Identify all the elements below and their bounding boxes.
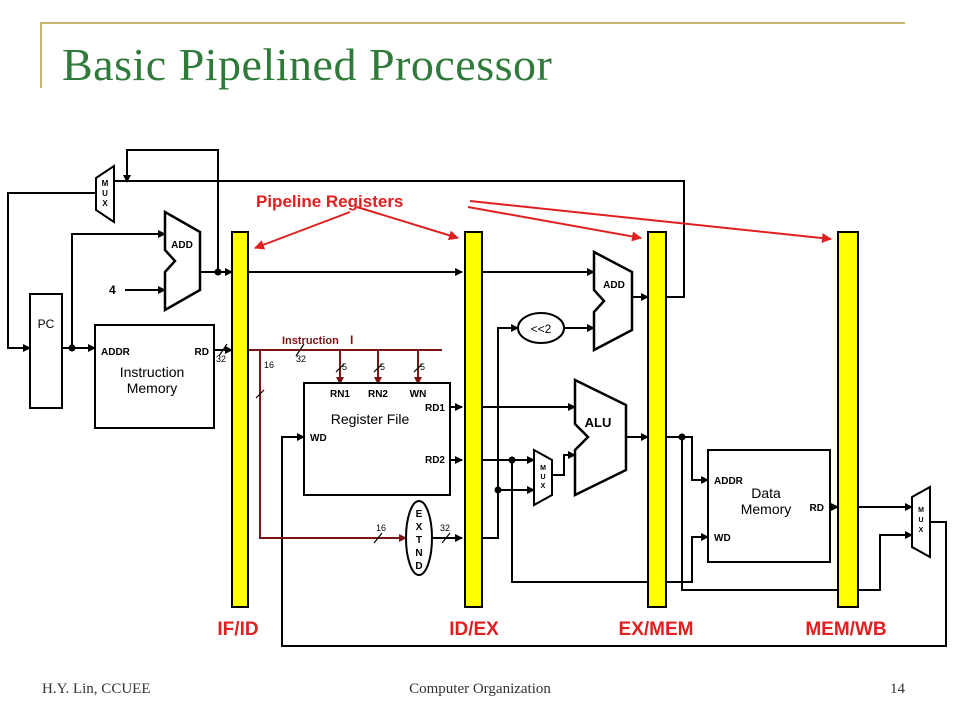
pc-register: PC — [29, 293, 63, 409]
callout-arrow-if-id — [254, 211, 351, 250]
svg-text:U: U — [102, 189, 108, 198]
junction-dot — [678, 433, 686, 441]
svg-text:Register File: Register File — [331, 411, 410, 427]
svg-text:<<2: <<2 — [531, 322, 552, 336]
svg-text:T: T — [416, 535, 422, 546]
pc-to-adder-wire — [71, 230, 166, 348]
svg-text:U: U — [540, 474, 545, 481]
svg-text:X: X — [541, 483, 546, 490]
imm-to-shift-wire — [482, 324, 519, 539]
pc4-feedback-wire — [123, 149, 219, 273]
width-label-32b: 32 — [296, 354, 306, 364]
svg-text:D: D — [415, 561, 422, 572]
stage-label-mem-wb: MEM/WB — [805, 619, 886, 640]
svg-text:Memory: Memory — [741, 501, 792, 517]
svg-text:Data: Data — [751, 485, 781, 501]
rd2-to-exmem-wire — [511, 460, 648, 583]
pipeline-registers-callout: Pipeline Registers — [256, 192, 403, 211]
svg-text:E: E — [416, 509, 423, 520]
callout-arrow-ex-mem — [467, 206, 642, 242]
junction-dot — [508, 456, 516, 464]
svg-text:X: X — [919, 527, 924, 534]
pipeline-register-ex-mem — [647, 231, 667, 608]
stage-label-if-id: IF/ID — [217, 619, 258, 640]
svg-text:Memory: Memory — [127, 380, 178, 396]
pc-mux: M U X — [95, 164, 115, 224]
svg-text:WN: WN — [410, 389, 427, 400]
footer-author: H.Y. Lin, CCUEE — [42, 681, 151, 697]
svg-text:ALU: ALU — [585, 415, 612, 430]
writeback-mux: M U X — [911, 485, 931, 559]
svg-text:RD: RD — [195, 347, 209, 358]
instruction-symbol: I — [350, 333, 353, 347]
svg-text:PC: PC — [38, 317, 55, 331]
svg-text:N: N — [415, 548, 422, 559]
width-label-5a: 5 — [342, 362, 347, 372]
svg-text:X: X — [102, 199, 108, 208]
svg-text:Instruction: Instruction — [120, 364, 185, 380]
pc-adder: ADD — [163, 209, 202, 313]
junction-dot — [68, 344, 76, 352]
decorative-top-line — [40, 22, 905, 24]
svg-text:RN1: RN1 — [330, 389, 350, 400]
footer-page-number: 14 — [890, 681, 905, 697]
svg-text:U: U — [918, 517, 923, 524]
width-label-32: 32 — [216, 354, 226, 364]
alu-mux: M U X — [533, 448, 553, 507]
alu: ALU — [573, 377, 628, 498]
pipeline-register-mem-wb — [837, 231, 859, 608]
callout-arrow-mem-wb — [469, 200, 832, 244]
pipeline-register-id-ex — [464, 231, 483, 608]
svg-text:X: X — [416, 522, 423, 533]
svg-text:WD: WD — [310, 433, 327, 444]
slide-title: Basic Pipelined Processor — [62, 39, 553, 90]
width-label-16b: 16 — [376, 523, 386, 533]
memwb-to-mux-bottom — [858, 531, 913, 591]
branch-adder: ADD — [592, 249, 634, 353]
svg-text:M: M — [540, 465, 546, 472]
svg-text:ADD: ADD — [171, 240, 193, 251]
alu-bypass-wire — [681, 437, 838, 591]
shift-left-two: <<2 — [517, 312, 565, 344]
svg-text:ADDR: ADDR — [101, 347, 131, 358]
callout-arrow-id-ex — [356, 206, 459, 241]
register-file: RN1 RN2 WN RD1 RD2 WD Register File — [303, 382, 451, 496]
svg-text:ADD: ADD — [603, 280, 625, 291]
footer-course: Computer Organization — [409, 681, 551, 697]
width-label-16: 16 — [264, 360, 274, 370]
decorative-left-line — [40, 22, 42, 88]
exmem-to-dmem-addr — [666, 436, 709, 484]
svg-text:ADDR: ADDR — [714, 476, 744, 487]
width-label-5b: 5 — [380, 362, 385, 372]
junction-dot — [214, 268, 222, 276]
sign-extend-unit: E X T N D — [405, 500, 433, 576]
svg-text:M: M — [102, 179, 109, 188]
mux-to-alu-wire — [552, 451, 576, 476]
pipeline-register-if-id — [231, 231, 249, 608]
constant-four: 4 — [109, 283, 116, 297]
svg-text:RN2: RN2 — [368, 389, 388, 400]
instruction-memory: ADDR RD Instruction Memory — [94, 324, 215, 429]
writeback-wire — [281, 433, 947, 647]
svg-text:WD: WD — [714, 533, 731, 544]
svg-text:RD2: RD2 — [425, 455, 445, 466]
svg-text:M: M — [918, 507, 924, 514]
mux-to-pc-wire — [7, 192, 96, 352]
width-label-5c: 5 — [420, 362, 425, 372]
stage-label-ex-mem: EX/MEM — [619, 619, 694, 640]
svg-text:RD1: RD1 — [425, 403, 445, 414]
exmem-to-dmem-wd — [666, 533, 709, 583]
junction-dot — [494, 486, 502, 494]
width-label-32c: 32 — [440, 523, 450, 533]
instruction-label: Instruction — [282, 335, 339, 347]
svg-text:RD: RD — [810, 503, 824, 514]
data-memory: ADDR Data Memory RD WD — [707, 449, 831, 563]
stage-label-id-ex: ID/EX — [449, 619, 499, 640]
instr-to-extend — [259, 350, 407, 542]
